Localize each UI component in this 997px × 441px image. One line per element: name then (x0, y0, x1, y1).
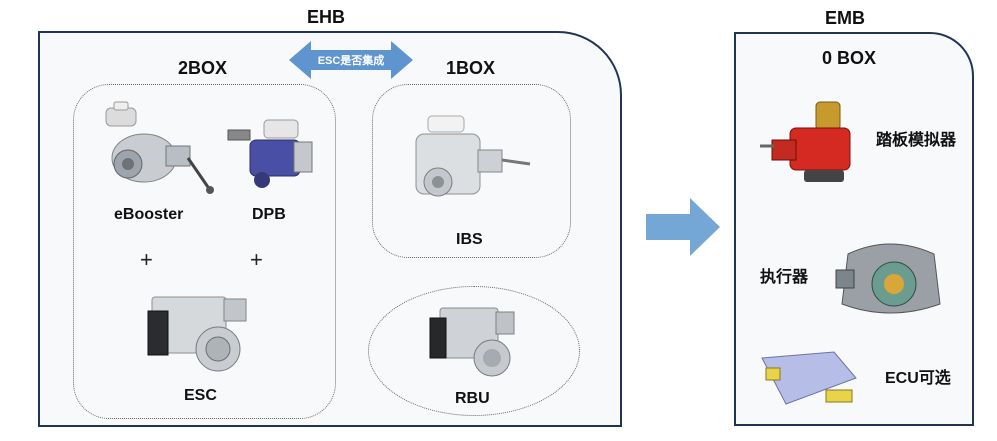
dpb-label: DPB (252, 206, 286, 223)
esc-integration-double-arrow (289, 39, 413, 81)
actuator-label: 执行器 (760, 269, 809, 286)
ehb-title: EHB (307, 7, 346, 27)
plus-sign-left: + (140, 247, 153, 272)
pedal-simulator-image (760, 100, 868, 188)
pedal-simulator-label: 踏板模拟器 (876, 132, 957, 149)
ibs-label: IBS (456, 231, 483, 248)
ebooster-label: eBooster (114, 206, 184, 223)
esc-integration-label: ESC是否集成 (317, 55, 385, 67)
two-box-group (73, 84, 336, 419)
ecu-image (756, 348, 862, 408)
one-box-rbu-group (368, 286, 580, 416)
one-box-title: 1BOX (446, 58, 496, 78)
rbu-label: RBU (455, 390, 490, 407)
emb-title: EMB (825, 8, 865, 28)
dpb-image (222, 118, 322, 198)
ibs-image (404, 112, 534, 208)
plus-sign-right: + (250, 247, 263, 272)
ecu-label: ECU可选 (885, 370, 951, 387)
two-box-title: 2BOX (178, 58, 228, 78)
esc-label: ESC (184, 387, 217, 404)
transition-arrow (646, 198, 720, 256)
actuator-image (830, 234, 954, 322)
esc-image (144, 291, 256, 381)
one-box-ibs-group (372, 84, 571, 258)
rbu-image (420, 302, 524, 384)
zero-box-title: 0 BOX (822, 48, 877, 68)
ebooster-image (96, 98, 216, 200)
